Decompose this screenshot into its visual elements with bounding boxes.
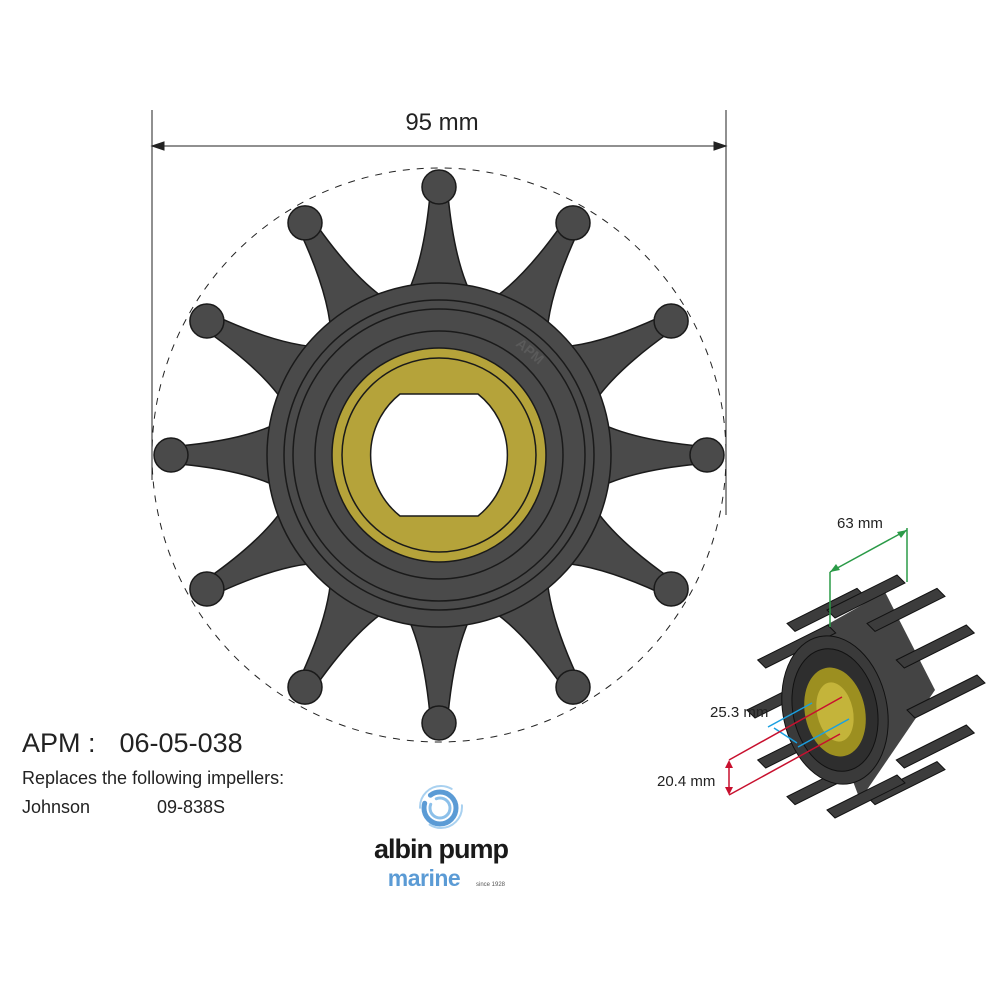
blade-tip bbox=[421, 705, 457, 741]
shaft-diameter-label: 25.3 mm bbox=[710, 704, 768, 721]
impeller-3d-blade bbox=[826, 774, 906, 819]
impeller-3d-blade bbox=[895, 624, 976, 669]
blade-tip bbox=[555, 669, 591, 705]
logo-tagline: since 1928 bbox=[476, 882, 506, 888]
blade-tip bbox=[653, 303, 689, 339]
shaft-diameter-dimension bbox=[767, 702, 850, 748]
impeller-3d-blade bbox=[906, 674, 986, 719]
blade-tip bbox=[189, 303, 225, 339]
blade-tip bbox=[189, 571, 225, 607]
albin-pump-logo: albin pump marine since 1928 bbox=[374, 785, 509, 891]
width-dimension bbox=[829, 528, 908, 627]
impeller-3d-blade bbox=[756, 624, 837, 669]
impeller-3d-blade bbox=[826, 574, 906, 619]
shaft-bore bbox=[369, 393, 509, 517]
blade-tip bbox=[421, 169, 457, 205]
flat-distance-label: 20.4 mm bbox=[657, 773, 715, 790]
impeller-3d-blade bbox=[866, 760, 946, 806]
impeller-3d-view bbox=[746, 574, 986, 819]
part-number-line: APM : 06-05-038 bbox=[22, 728, 243, 759]
brand-prefix: APM : bbox=[22, 728, 96, 758]
swept-diameter-circle bbox=[151, 167, 727, 743]
impeller-3d-blade bbox=[866, 587, 946, 633]
blade-tip bbox=[287, 669, 323, 705]
flat-dimension bbox=[725, 696, 843, 796]
blade-tip bbox=[555, 205, 591, 241]
blade-tip bbox=[153, 437, 189, 473]
impeller-3d-blade bbox=[895, 724, 976, 769]
blade-tip bbox=[287, 205, 323, 241]
swirl-icon bbox=[419, 785, 463, 829]
replacement-brand: Johnson bbox=[22, 797, 91, 817]
part-number: 06-05-038 bbox=[119, 728, 243, 758]
logo-line1: albin pump bbox=[374, 834, 508, 864]
replaces-heading: Replaces the following impellers: bbox=[22, 768, 285, 788]
blade-tip bbox=[689, 437, 725, 473]
replacement-part: 09-838S bbox=[157, 797, 226, 817]
outer-diameter-label: 95 mm bbox=[405, 109, 478, 136]
blade-tip bbox=[653, 571, 689, 607]
width-label: 63 mm bbox=[837, 515, 883, 532]
logo-line2: marine bbox=[388, 865, 460, 891]
